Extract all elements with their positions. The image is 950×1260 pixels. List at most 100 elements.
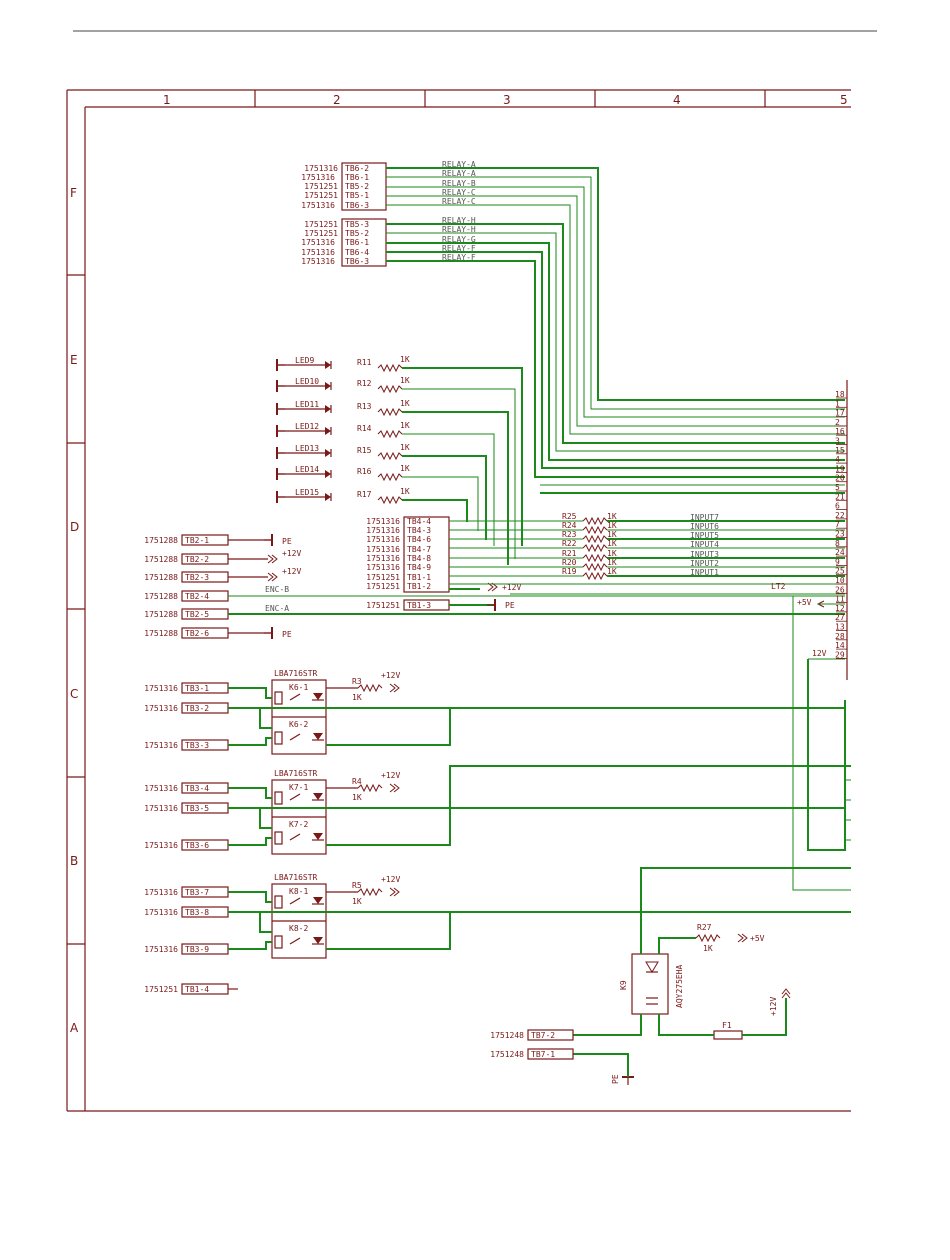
- schematic-label: 1751316: [144, 684, 178, 693]
- schematic-label: ENC-B: [265, 585, 289, 594]
- schematic-label: RELAY-C: [442, 197, 476, 206]
- schematic-label: 1K: [607, 558, 617, 567]
- schematic-label: TB3-6: [185, 841, 209, 850]
- schematic-label: +12V: [381, 771, 400, 780]
- schematic-label: R4: [352, 777, 362, 786]
- schematic-label: 1751316: [144, 888, 178, 897]
- schematic-label: TB4-8: [407, 554, 431, 563]
- schematic-label: 1751316: [144, 908, 178, 917]
- edge-pin-number: 2: [835, 418, 840, 427]
- schematic-label: INPUT3: [690, 550, 719, 559]
- lt2-label: LT2: [771, 582, 786, 591]
- schematic-label: TB3-2: [185, 704, 209, 713]
- edge-pin-number: 22: [835, 511, 845, 520]
- edge-pin-number: 20: [835, 474, 845, 483]
- schematic-label: 1K: [607, 549, 617, 558]
- schematic-label: 1751316: [366, 554, 400, 563]
- schematic-label: TB3-3: [185, 741, 209, 750]
- schematic-label: 1K: [607, 521, 617, 530]
- led-wires: [402, 367, 523, 565]
- schematic-label: TB2-4: [185, 592, 209, 601]
- row-label: D: [70, 520, 79, 534]
- schematic-label: 1K: [352, 693, 362, 702]
- schematic-label: LED12: [295, 422, 319, 431]
- edge-pin-number: 9: [835, 557, 840, 566]
- schematic-label: 1K: [400, 464, 410, 473]
- schematic-label: R14: [357, 424, 372, 433]
- p12b-label: 12V: [812, 649, 827, 658]
- schematic-label: R12: [357, 379, 372, 388]
- schematic-label: 1751316: [144, 804, 178, 813]
- schematic-label: RELAY-H: [442, 225, 476, 234]
- schematic-label: R11: [357, 358, 372, 367]
- schematic-label: 1751316: [301, 238, 335, 247]
- edge-pin-number: 19: [835, 464, 845, 473]
- schematic-label: 1K: [607, 539, 617, 548]
- schematic-label: TB3-4: [185, 784, 209, 793]
- row-label: F: [70, 186, 77, 200]
- edge-pin-number: 1: [835, 399, 840, 408]
- schematic-label: K8-2: [289, 924, 308, 933]
- edge-pin-number: 25: [835, 567, 845, 576]
- schematic-label: INPUT4: [690, 540, 719, 549]
- k9-wires: [573, 867, 851, 1077]
- col-label: 3: [503, 93, 511, 107]
- schematic-label: TB3-9: [185, 945, 209, 954]
- schematic-label: 1751316: [144, 945, 178, 954]
- schematic-label: 1751248: [490, 1031, 524, 1040]
- edge-pin-number: 10: [835, 576, 845, 585]
- schematic-label: AQY275EHA: [675, 964, 684, 1008]
- schematic-label: 1K: [400, 399, 410, 408]
- schematic-label: 1751288: [144, 610, 178, 619]
- edge-pin-number: 23: [835, 530, 845, 539]
- schematic-label: 1751316: [144, 704, 178, 713]
- schematic-label: TB6-3: [345, 257, 369, 266]
- edge-pin-number: 6: [835, 502, 840, 511]
- schematic-label: K8-1: [289, 887, 308, 896]
- col-label: 2: [333, 93, 341, 107]
- schematic-label: 1751316: [301, 173, 335, 182]
- schematic-label: RELAY-B: [442, 179, 476, 188]
- schematic-label: TB4-6: [407, 535, 431, 544]
- edge-pin-number: 18: [835, 390, 845, 399]
- edge-pin-number: 8: [835, 539, 840, 548]
- relay-pin-row: 1751316 TB3-9: [144, 943, 229, 955]
- edge-pin-number: 27: [835, 613, 845, 622]
- schematic-label: +5V: [750, 934, 765, 943]
- schematic-label: K7-1: [289, 783, 308, 792]
- col-label: 4: [673, 93, 681, 107]
- row-label: E: [70, 353, 78, 367]
- schematic-label: TB4-9: [407, 563, 431, 572]
- schematic-label: TB2-5: [185, 610, 209, 619]
- p5-label: +5V: [797, 598, 812, 607]
- schematic-label: RELAY-F: [442, 244, 476, 253]
- edge-pin-number: 12: [835, 604, 845, 613]
- edge-pin-number: 17: [835, 409, 845, 418]
